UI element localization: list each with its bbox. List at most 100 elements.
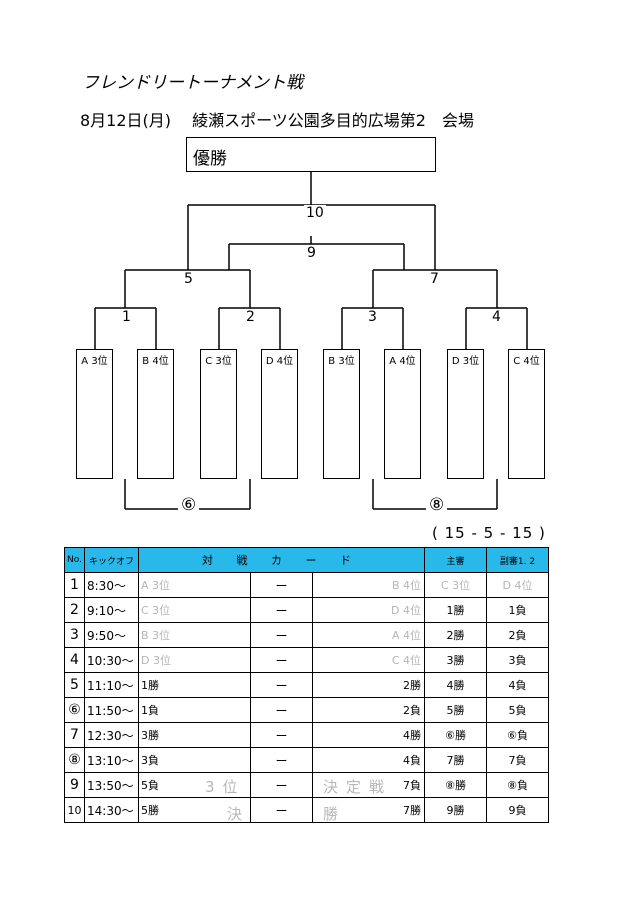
team-label: C 3位 bbox=[205, 356, 232, 367]
row-time: 11:10～ bbox=[84, 672, 139, 698]
row-no: ⑧ bbox=[64, 747, 85, 773]
row-team2: D 4位 bbox=[311, 597, 426, 623]
match-number-5: 5 bbox=[182, 271, 195, 287]
row-no: 2 bbox=[64, 597, 85, 623]
table-row: 1 8:30～ A 3位 ー B 4位 C 3位 D 4位 bbox=[64, 572, 550, 598]
watermark-final-2: 勝 bbox=[323, 805, 347, 823]
row-no: 4 bbox=[64, 647, 85, 673]
row-team1: 5負 3位 bbox=[138, 772, 251, 798]
team-box-4: D 4位 bbox=[261, 349, 298, 479]
row-referee: 9勝 bbox=[424, 797, 488, 823]
row-vs: ー bbox=[250, 672, 313, 698]
row-no: 9 bbox=[64, 772, 85, 798]
row-referee: 7勝 bbox=[424, 747, 488, 773]
table-row: 3 9:50～ B 3位 ー A 4位 2勝 2負 bbox=[64, 622, 550, 648]
row-vs: ー bbox=[250, 697, 313, 723]
row-time: 8:30～ bbox=[84, 572, 139, 598]
match-number-10: 10 bbox=[304, 205, 326, 221]
row-time: 13:50～ bbox=[84, 772, 139, 798]
row-referee: 1勝 bbox=[424, 597, 488, 623]
team-label: B 4位 bbox=[142, 356, 169, 367]
team-label: B 3位 bbox=[328, 356, 355, 367]
row-team1: 1負 bbox=[138, 697, 251, 723]
watermark-playoff: 決定戦 bbox=[323, 778, 393, 796]
bracket-lines bbox=[94, 172, 528, 510]
row-team2-value: 7勝 bbox=[403, 804, 422, 817]
match-number-1: 1 bbox=[120, 309, 133, 325]
row-no: ⑥ bbox=[64, 697, 85, 723]
row-assistant: 7負 bbox=[486, 747, 550, 773]
row-time: 12:30～ bbox=[84, 722, 139, 748]
team-box-6: A 4位 bbox=[384, 349, 421, 479]
row-team1-value: 5勝 bbox=[141, 804, 159, 817]
row-team1: 5勝 決 bbox=[138, 797, 251, 823]
header-assistant-referee: 副審1. 2 bbox=[486, 547, 550, 573]
row-vs: ー bbox=[250, 622, 313, 648]
match-number-8: ⑧ bbox=[426, 495, 448, 515]
row-team2: C 4位 bbox=[311, 647, 426, 673]
header-no: No. bbox=[64, 547, 85, 573]
row-referee: 5勝 bbox=[424, 697, 488, 723]
schedule-table: No. キックオフ 対 戦 カ ー ド 主審 副審1. 2 1 8:30～ A … bbox=[64, 547, 550, 823]
header-kickoff: キックオフ bbox=[84, 547, 139, 573]
table-row: ⑥ 11:50～ 1負 ー 2負 5勝 5負 bbox=[64, 697, 550, 723]
team-label: D 3位 bbox=[451, 356, 480, 367]
row-team2: 4勝 bbox=[311, 722, 426, 748]
team-box-5: B 3位 bbox=[323, 349, 360, 479]
champion-label: 優勝 bbox=[193, 149, 227, 169]
row-referee: ⑧勝 bbox=[424, 772, 488, 798]
match-number-9: 9 bbox=[305, 245, 318, 261]
match-number-4: 4 bbox=[490, 309, 503, 325]
row-time: 13:10～ bbox=[84, 747, 139, 773]
match-number-3: 3 bbox=[366, 309, 379, 325]
table-row: 7 12:30～ 3勝 ー 4勝 ⑥勝 ⑥負 bbox=[64, 722, 550, 748]
team-box-7: D 3位 bbox=[447, 349, 484, 479]
team-label: C 4位 bbox=[513, 356, 540, 367]
page-title: フレンドリートーナメント戦 bbox=[82, 73, 303, 93]
champion-box: 優勝 bbox=[186, 137, 436, 172]
row-referee: C 3位 bbox=[424, 572, 488, 598]
row-team2: 2負 bbox=[311, 697, 426, 723]
row-team2: 勝 7勝 bbox=[311, 797, 426, 823]
row-vs: ー bbox=[250, 747, 313, 773]
row-team1: 1勝 bbox=[138, 672, 251, 698]
team-box-2: B 4位 bbox=[137, 349, 174, 479]
row-team2: B 4位 bbox=[311, 572, 426, 598]
team-box-1: A 3位 bbox=[76, 349, 113, 479]
row-no: 3 bbox=[64, 622, 85, 648]
row-vs: ー bbox=[250, 722, 313, 748]
match-number-7: 7 bbox=[428, 271, 441, 287]
row-referee: 3勝 bbox=[424, 647, 488, 673]
team-label: A 3位 bbox=[81, 356, 108, 367]
row-referee: ⑥勝 bbox=[424, 722, 488, 748]
row-vs: ー bbox=[250, 572, 313, 598]
table-header-row: No. キックオフ 対 戦 カ ー ド 主審 副審1. 2 bbox=[64, 547, 550, 573]
row-referee: 4勝 bbox=[424, 672, 488, 698]
row-team2: 4負 bbox=[311, 747, 426, 773]
match-number-2: 2 bbox=[244, 309, 257, 325]
row-vs: ー bbox=[250, 772, 313, 798]
row-no: 7 bbox=[64, 722, 85, 748]
row-assistant: 5負 bbox=[486, 697, 550, 723]
table-row: 10 14:30～ 5勝 決 ー 勝 7勝 9勝 9負 bbox=[64, 797, 550, 823]
row-time: 14:30～ bbox=[84, 797, 139, 823]
watermark-final-1: 決 bbox=[227, 805, 251, 823]
row-team2: 決定戦 7負 bbox=[311, 772, 426, 798]
team-box-3: C 3位 bbox=[200, 349, 237, 479]
row-time: 11:50～ bbox=[84, 697, 139, 723]
team-label: A 4位 bbox=[389, 356, 416, 367]
row-time: 9:50～ bbox=[84, 622, 139, 648]
row-assistant: ⑧負 bbox=[486, 772, 550, 798]
row-no: 1 bbox=[64, 572, 85, 598]
table-row: ⑧ 13:10～ 3負 ー 4負 7勝 7負 bbox=[64, 747, 550, 773]
row-no: 5 bbox=[64, 672, 85, 698]
row-assistant: 4負 bbox=[486, 672, 550, 698]
row-team1: A 3位 bbox=[138, 572, 251, 598]
row-team1: D 3位 bbox=[138, 647, 251, 673]
row-assistant: D 4位 bbox=[486, 572, 550, 598]
row-assistant: ⑥負 bbox=[486, 722, 550, 748]
row-team1-value: 5負 bbox=[141, 779, 159, 792]
header-match-card: 対 戦 カ ー ド bbox=[137, 547, 426, 573]
table-row: 4 10:30～ D 3位 ー C 4位 3勝 3負 bbox=[64, 647, 550, 673]
table-row: 2 9:10～ C 3位 ー D 4位 1勝 1負 bbox=[64, 597, 550, 623]
